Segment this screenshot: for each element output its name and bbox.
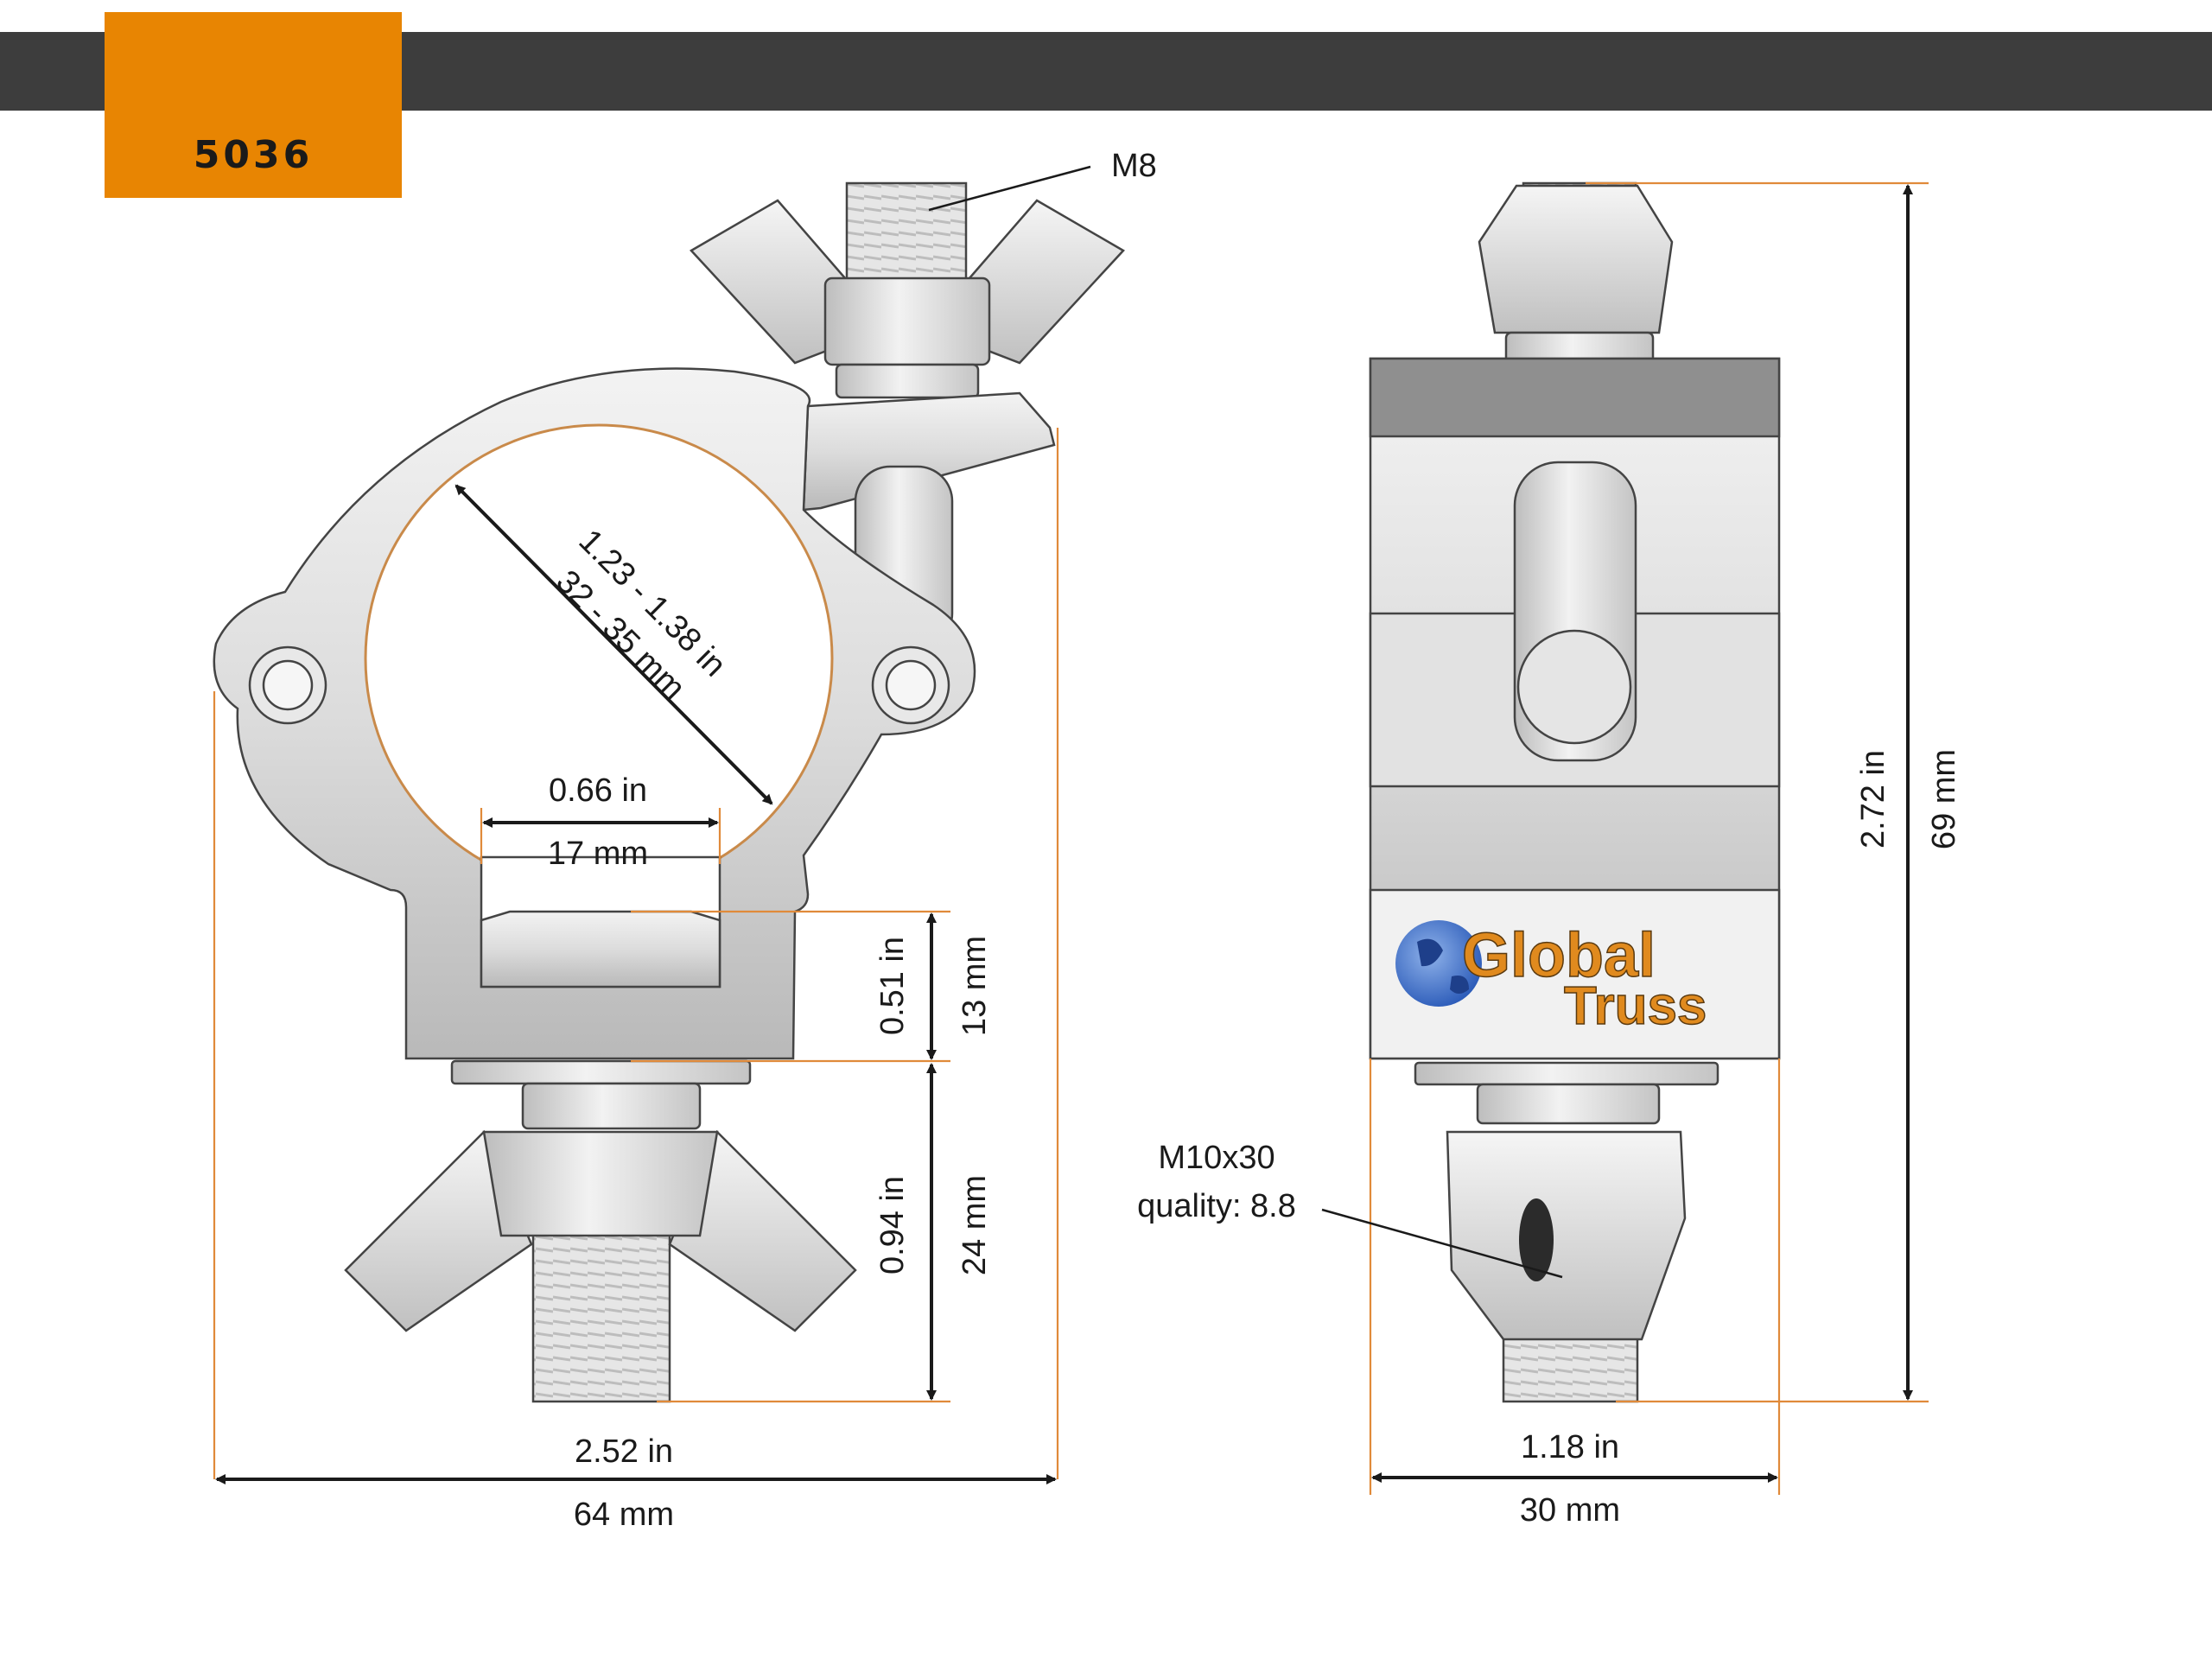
side-width-mm-label: 30 mm [1520,1492,1620,1529]
left-hinge-pin [248,645,327,725]
side-bottom-wing-nut [1446,1130,1687,1341]
product-tab [105,12,402,198]
m10-leader-line [1321,1208,1563,1279]
side-top-wing-nut [1478,184,1674,334]
side-bottom-washer [1414,1061,1719,1086]
side-height-mm-label: 69 mm [1926,749,1962,849]
side-bottom-nut [1476,1083,1661,1125]
side-top-band [1369,357,1781,438]
side-pivot-ball [1516,629,1632,745]
product-code: 5036 [193,133,314,177]
top-wing-nut [690,199,1125,399]
side-height-in-label: 2.72 in [1855,750,1891,849]
side-view: Global Truss 2.72 in 69 mm 1.18 in 30 mm… [1137,181,1962,1529]
m8-label: M8 [1111,148,1157,184]
front-width-in-label: 2.52 in [575,1433,673,1470]
quality-label: quality: 8.8 [1137,1188,1296,1224]
m10-label: M10x30 [1158,1140,1274,1176]
logo-text-global: Global [1462,921,1656,990]
global-truss-logo: Global Truss [1395,920,1707,1037]
bottom-washer [450,1059,752,1085]
right-hinge-pin [871,645,950,725]
opening-mm-label: 17 mm [548,836,648,872]
base-height-mm-label: 13 mm [957,936,993,1036]
base-height-in-label: 0.51 in [874,937,911,1035]
base-plate [480,910,721,988]
bottom-wing-nut [344,1129,857,1332]
front-width-mm-label: 64 mm [574,1497,674,1533]
opening-in-label: 0.66 in [549,772,647,809]
bottom-nut [521,1082,702,1130]
front-view: 1.23 - 1.38 in 32 - 35 mm 0.66 in 17 mm … [213,148,1157,1533]
bolt-length-mm-label: 24 mm [957,1175,993,1275]
side-width-in-label: 1.18 in [1521,1429,1619,1465]
m8-leader-line [928,165,1091,212]
bottom-bolt-thread [531,1225,671,1403]
bolt-length-in-label: 0.94 in [874,1176,911,1274]
diameter-dim-line [454,484,773,805]
side-bottom-nut-slot [1519,1198,1554,1281]
logo-text-truss: Truss [1564,976,1707,1036]
